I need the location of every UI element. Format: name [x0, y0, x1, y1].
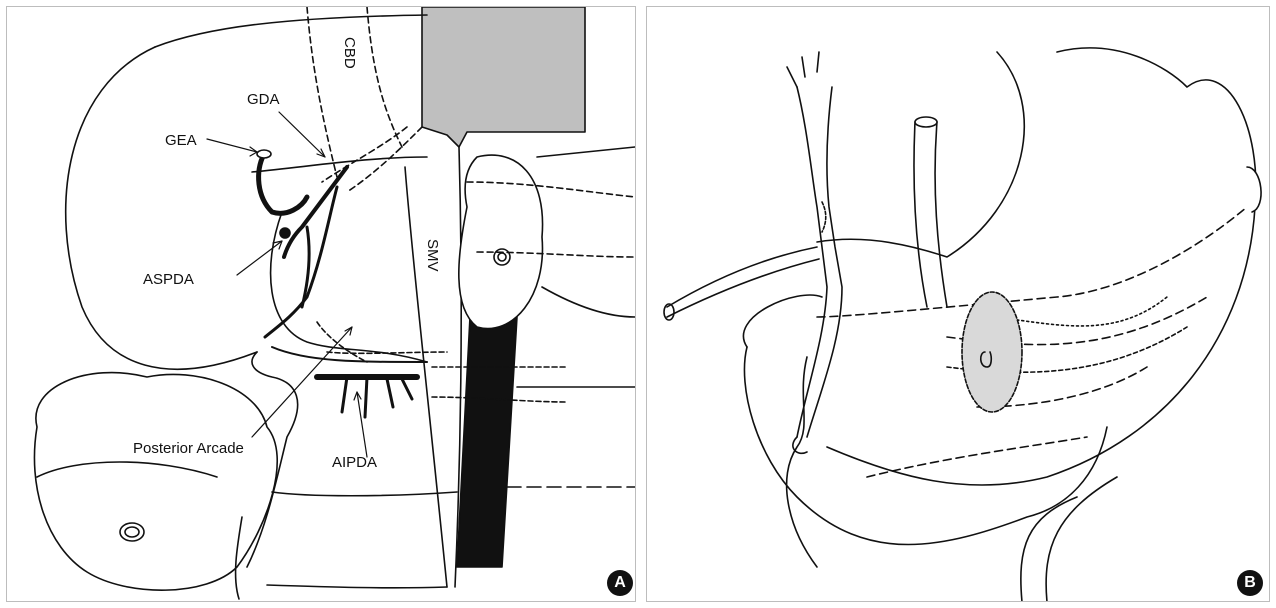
anastomosis-diagram-b: [647, 7, 1270, 602]
gea-vessel: [259, 154, 307, 213]
anastomosis-patch: [962, 292, 1022, 412]
panel-b: B: [646, 6, 1270, 602]
portal-vessel: [667, 247, 817, 307]
stomach-shaded-region: [422, 7, 585, 147]
label-smv: SMV: [424, 239, 441, 272]
label-aipda: AIPDA: [332, 454, 377, 471]
label-gea: GEA: [165, 132, 197, 149]
label-gda: GDA: [247, 91, 280, 108]
panel-badge-b: B: [1237, 570, 1263, 596]
label-cbd: CBD: [341, 37, 358, 69]
drainage-tube: [914, 122, 927, 307]
cut-organ: [34, 373, 277, 591]
stomach-outline: [155, 15, 427, 47]
smv-dark-vessel: [457, 317, 517, 567]
bile-duct: [797, 87, 827, 437]
stomach-outline: [817, 52, 1024, 257]
right-organ: [459, 155, 543, 328]
label-aspda: ASPDA: [143, 271, 194, 288]
label-posterior-arcade: Posterior Arcade: [133, 440, 244, 457]
pancreatic-stump: [793, 437, 807, 453]
panel-badge-a: A: [607, 570, 633, 596]
pancreas-diagram-a: GEA GDA CBD ASPDA SMV Posterior Arcade A…: [7, 7, 636, 602]
panel-a: GEA GDA CBD ASPDA SMV Posterior Arcade A…: [6, 6, 636, 602]
duodenum-outline: [66, 47, 257, 369]
